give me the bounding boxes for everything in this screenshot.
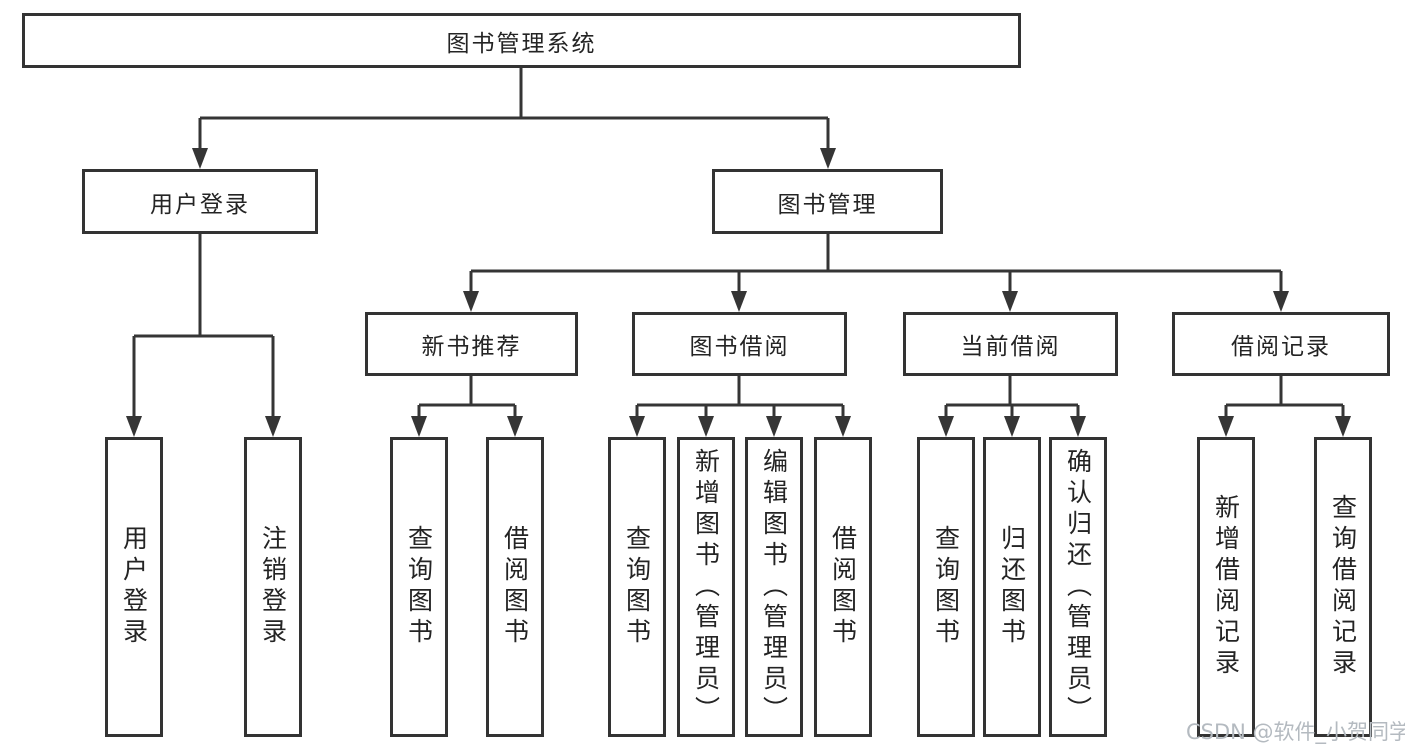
node-label: 确认归还（管理员） xyxy=(1063,447,1093,727)
node-label: 新增图书（管理员） xyxy=(691,447,721,727)
arrowheads xyxy=(126,148,1351,437)
connector-mgmt-to-level3 xyxy=(469,234,1283,293)
node-current-borrowing: 当前借阅 xyxy=(903,312,1118,376)
leaf-user-login: 用户登录 xyxy=(105,437,163,737)
arrowhead-icon xyxy=(766,416,782,437)
leaf-add-borrow-record: 新增借阅记录 xyxy=(1197,437,1255,737)
arrowhead-icon xyxy=(835,416,851,437)
node-label: 图书借阅 xyxy=(689,334,790,360)
leaf-edit-books-admin: 编辑图书（管理员） xyxy=(745,437,803,737)
node-label: 查询图书 xyxy=(622,525,652,649)
node-label: 归还图书 xyxy=(997,525,1027,649)
node-label: 新增借阅记录 xyxy=(1211,494,1241,680)
arrowhead-icon xyxy=(411,416,427,437)
node-label: 注销登录 xyxy=(258,525,288,649)
node-new-book-recommendation: 新书推荐 xyxy=(365,312,578,376)
arrowhead-icon xyxy=(126,416,142,437)
connector-rec-to-leaves xyxy=(417,376,517,418)
node-label: 用户登录 xyxy=(119,525,149,649)
connector-root-to-level2 xyxy=(198,68,830,150)
arrowhead-icon xyxy=(698,416,714,437)
arrowhead-icon xyxy=(938,416,954,437)
watermark: CSDN @软件_小贺同学 xyxy=(1186,720,1405,744)
leaf-return-books: 归还图书 xyxy=(983,437,1041,737)
node-label: 当前借阅 xyxy=(960,334,1061,360)
arrowhead-icon xyxy=(1335,416,1351,437)
node-book-borrowing: 图书借阅 xyxy=(632,312,847,376)
node-label: 借阅记录 xyxy=(1231,334,1331,360)
node-library-system: 图书管理系统 xyxy=(22,13,1021,68)
node-label: 新书推荐 xyxy=(421,334,522,360)
connector-borrow-to-leaves xyxy=(635,376,845,418)
leaf-borrow-books: 借阅图书 xyxy=(814,437,872,737)
arrowhead-icon xyxy=(1273,291,1289,312)
connector-records-to-leaves xyxy=(1224,376,1345,418)
node-label: 用户登录 xyxy=(150,191,250,218)
arrowhead-icon xyxy=(1218,416,1234,437)
node-borrowing-records: 借阅记录 xyxy=(1172,312,1390,376)
connector-login-to-leaves xyxy=(132,233,275,418)
arrowhead-icon xyxy=(731,291,747,312)
leaf-query-books-recommend: 查询图书 xyxy=(390,437,448,737)
leaf-add-books-admin: 新增图书（管理员） xyxy=(677,437,735,737)
node-label: 图书管理系统 xyxy=(446,30,597,57)
arrowhead-icon xyxy=(463,291,479,312)
node-label: 借阅图书 xyxy=(500,525,530,649)
leaf-confirm-return-admin: 确认归还（管理员） xyxy=(1049,437,1107,737)
arrowhead-icon xyxy=(820,148,836,169)
node-label: 编辑图书（管理员） xyxy=(759,447,789,727)
node-label: 图书管理 xyxy=(777,191,878,218)
arrowhead-icon xyxy=(1004,416,1020,437)
node-label: 查询借阅记录 xyxy=(1328,494,1358,680)
node-label: 借阅图书 xyxy=(828,525,858,649)
leaf-query-books-borrowing: 查询图书 xyxy=(608,437,666,737)
node-user-login-branch: 用户登录 xyxy=(82,169,318,234)
connector-current-to-leaves xyxy=(944,376,1080,418)
arrowhead-icon xyxy=(507,416,523,437)
arrowhead-icon xyxy=(265,416,281,437)
arrowhead-icon xyxy=(629,416,645,437)
leaf-logout: 注销登录 xyxy=(244,437,302,737)
arrowhead-icon xyxy=(192,148,208,169)
arrowhead-icon xyxy=(1070,416,1086,437)
leaf-borrow-books-recommend: 借阅图书 xyxy=(486,437,544,737)
leaf-query-borrow-record: 查询借阅记录 xyxy=(1314,437,1372,737)
node-book-management-branch: 图书管理 xyxy=(712,169,943,234)
node-label: 查询图书 xyxy=(931,525,961,649)
leaf-query-books-current: 查询图书 xyxy=(917,437,975,737)
node-label: 查询图书 xyxy=(404,525,434,649)
arrowhead-icon xyxy=(1002,291,1018,312)
